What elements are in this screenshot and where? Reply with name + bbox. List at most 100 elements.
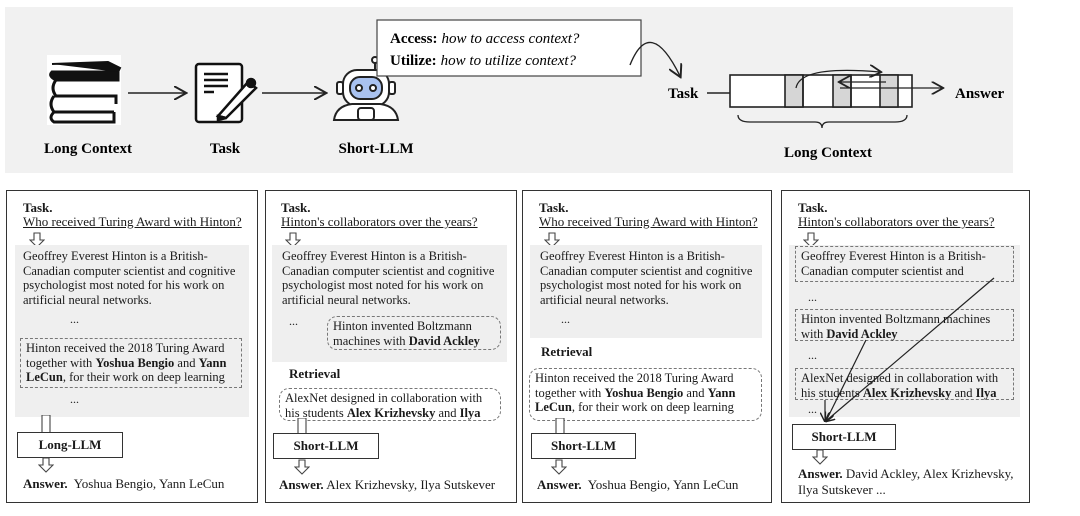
brace [737, 114, 908, 129]
down-arrow-icon [294, 459, 310, 475]
context-sequence [729, 74, 913, 108]
model-box: Long-LLM [17, 432, 123, 458]
context-box [272, 245, 507, 362]
answer: Answer. David Ackley, Alex Krizhevsky, I… [798, 466, 1023, 497]
svg-text:Access:how to access context?: Access:how to access context? [390, 31, 580, 47]
label-long-context: Long Context [44, 141, 132, 157]
task-question: Hinton's collaborators over the years? [798, 214, 995, 229]
text-segment: Hinton received the 2018 Turing Award to… [26, 341, 225, 370]
task-question: Who received Turing Award with Hinton? [23, 214, 242, 229]
text-segment: Geoffrey Everest Hinton is a British-Can… [282, 249, 495, 307]
flow-task-label: Task [668, 86, 699, 102]
down-arrow-icon [297, 418, 307, 434]
task-label: Task. [539, 200, 569, 215]
answer: Answer. Yoshua Bengio, Yann LeCun [537, 477, 738, 493]
entity-name: Alex Krizhevsky [346, 405, 436, 420]
retrieved-passage: AlexNet designed in collaboration with h… [279, 388, 501, 421]
entity-name: Ilya [975, 385, 997, 400]
down-arrow-icon [803, 232, 819, 248]
answer-text: Yoshua Bengio, Yann LeCun [587, 477, 739, 492]
svg-text:Utilize:how to utilize context: Utilize:how to utilize context? [390, 53, 577, 69]
down-arrow-icon [285, 232, 301, 248]
task-label: Task. [23, 200, 53, 215]
text-segment: Geoffrey Everest Hinton is a British-Can… [801, 249, 986, 278]
ellipsis: ... [808, 348, 817, 362]
curved-arrow [629, 42, 680, 76]
down-arrow-icon [544, 232, 560, 248]
text-segment: Geoffrey Everest Hinton is a British-Can… [23, 249, 236, 307]
flow-long-context-label: Long Context [784, 145, 872, 161]
ellipsis: ... [70, 392, 79, 406]
text-segment: and [435, 405, 460, 420]
text-segment: Hinton invented Boltzmann machines with [333, 319, 472, 348]
relevant-passage: Hinton received the 2018 Turing Award to… [20, 338, 242, 388]
text-segment: and [951, 385, 976, 400]
down-arrow-icon [38, 457, 54, 473]
navigation-arrows [780, 277, 995, 430]
answer: Answer. Alex Krizhevsky, Ilya Sutskever [279, 477, 495, 493]
text-segment: , for their work on deep learning [571, 400, 734, 415]
access-arrow [795, 70, 880, 89]
context-chunk: Hinton invented Boltzmann machines with … [795, 309, 1014, 341]
ellipsis: ... [70, 312, 79, 326]
answer-text: Alex Krizhevsky, Ilya Sutskever [326, 477, 496, 492]
entity-name: Yoshua Bengio [95, 355, 175, 370]
ellipsis: ... [289, 314, 298, 328]
ellipsis: ... [808, 402, 817, 416]
answer: Answer. Yoshua Bengio, Yann LeCun [23, 476, 224, 492]
ellipsis: ... [561, 312, 570, 326]
context-box [530, 245, 762, 338]
down-arrow-icon [41, 415, 51, 433]
label-task: Task [210, 141, 241, 157]
answer-label: Answer. [23, 476, 68, 491]
entity-name: David Ackley [826, 326, 898, 341]
model-box: Short-LLM [792, 424, 896, 450]
answer-label: Answer. [279, 477, 324, 492]
document-pen-icon [194, 62, 258, 124]
answer-text: Yoshua Bengio, Yann LeCun [73, 476, 225, 491]
entity-name: Yann LeCun [26, 355, 227, 385]
text-segment: and [174, 355, 199, 370]
books-icon [47, 55, 122, 125]
down-arrow-icon [555, 418, 565, 434]
text-segment: , for their work on deep learning [62, 370, 225, 385]
callout-box: Access:how to access context? Utilize:ho… [376, 19, 642, 77]
answer-label: Answer. [537, 477, 582, 492]
task-label: Task. [798, 200, 828, 215]
model-box: Short-LLM [273, 433, 379, 459]
down-arrow-icon [29, 232, 45, 248]
text-segment: Geoffrey Everest Hinton is a British-Can… [540, 249, 753, 307]
answer-label: Answer. [798, 466, 843, 481]
arrow [826, 339, 867, 421]
task-question: Who received Turing Award with Hinton? [539, 214, 758, 229]
context-chunk: AlexNet designed in collaboration with h… [795, 368, 1014, 400]
text-segment: Hinton received the 2018 Turing Award to… [535, 371, 734, 400]
answer-text: David Ackley, Alex Krizhevsky, Ilya Suts… [798, 466, 1014, 497]
task-label: Task. [281, 200, 311, 215]
context-text: Geoffrey Everest Hinton is a British-Can… [23, 249, 245, 307]
text-segment: and [683, 385, 708, 400]
context-chunk: Geoffrey Everest Hinton is a British-Can… [795, 246, 1014, 282]
label-short-llm: Short-LLM [339, 141, 414, 157]
retrieval-label: Retrieval [541, 344, 593, 359]
flow-answer-label: Answer [955, 86, 1005, 102]
retrieved-passage: Hinton received the 2018 Turing Award to… [529, 368, 762, 421]
entity-name: David Ackley [408, 333, 480, 348]
down-arrow-icon [551, 459, 567, 475]
ellipsis: ... [808, 290, 817, 304]
entity-name: Yoshua Bengio [604, 385, 684, 400]
robot-icon [332, 56, 400, 121]
entity-name: Alex Krizhevsky [862, 385, 952, 400]
text-segment: Hinton invented Boltzmann machines with [801, 312, 991, 341]
access-text: how to access context? [441, 31, 579, 47]
utilize-text: how to utilize context? [441, 53, 577, 69]
down-arrow-icon [812, 449, 828, 465]
entity-name: Yann LeCun [535, 385, 736, 415]
context-text: Geoffrey Everest Hinton is a British-Can… [540, 249, 762, 307]
text-segment: AlexNet designed in collaboration with h… [801, 371, 999, 400]
text-segment: AlexNet designed in collaboration with h… [285, 391, 483, 420]
missed-passage: Hinton invented Boltzmann machines with … [327, 316, 501, 350]
entity-name: Ilya [459, 405, 481, 420]
utilize-label: Utilize: [390, 53, 437, 69]
